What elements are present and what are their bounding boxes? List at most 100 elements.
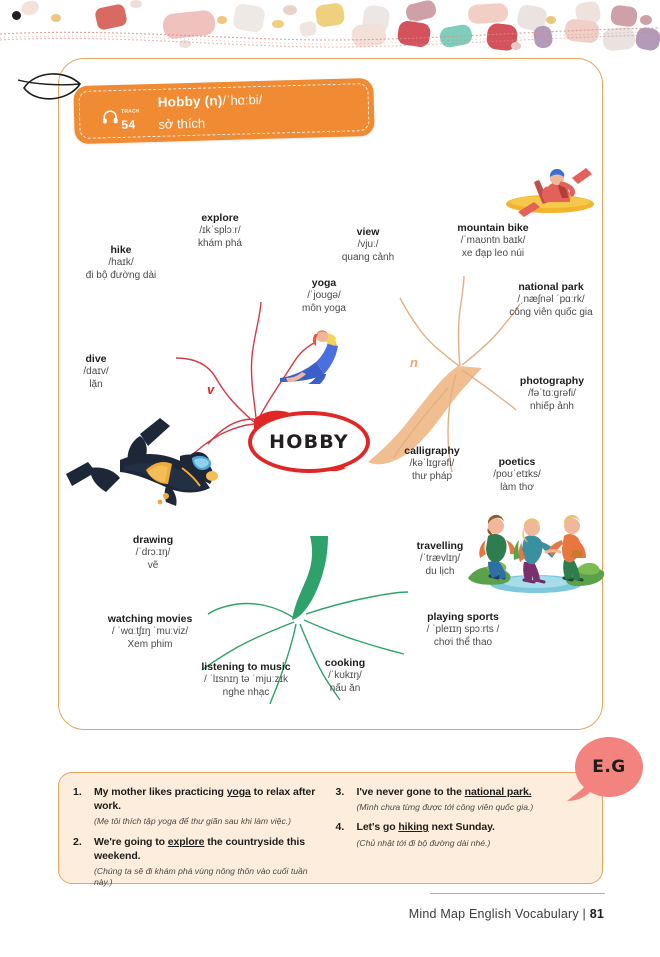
example-item: 4. Let's go hiking next Sunday. (Chủ nhậ… bbox=[336, 820, 589, 848]
node-watching-movies-ipa: / ˈwɑːtʃɪŋ ˈmuːviz/ bbox=[111, 626, 189, 638]
node-poetics: poetics /poʊˈetɪks/ làm thơ bbox=[470, 456, 564, 495]
example-keyword[interactable]: yoga bbox=[226, 786, 251, 798]
example-keyword[interactable]: hiking bbox=[398, 821, 429, 834]
central-node-label: HOBBY bbox=[269, 431, 349, 453]
node-playing-sports-en: playing sports bbox=[427, 611, 499, 623]
node-national-park-vi: công viên quốc gia bbox=[509, 307, 593, 319]
node-dive-vi: lặn bbox=[89, 379, 103, 391]
example-text-pre: I've never gone to the bbox=[356, 786, 465, 798]
example-number: 3. bbox=[335, 786, 345, 798]
node-playing-sports: playing sports / ˈpleɪɪŋ spɔːrts / chơi … bbox=[398, 611, 528, 650]
node-explore-en: explore bbox=[201, 212, 239, 224]
example-sentence-en: My mother likes practicing yoga to relax… bbox=[94, 785, 326, 813]
tag-word-block: Hobby (n)/ˈhɑːbi/ sở thích bbox=[157, 91, 263, 132]
eg-badge-label: E.G bbox=[592, 757, 626, 777]
eg-badge-bubble: E.G bbox=[575, 737, 643, 797]
example-text-pre: My mother likes practicing bbox=[94, 786, 227, 798]
node-drawing-vi: vẽ bbox=[147, 560, 159, 572]
node-view-en: view bbox=[356, 226, 380, 238]
node-travelling-vi: du lịch bbox=[425, 566, 455, 578]
node-mountain-bike: mountain bike /ˈmaʊntn baɪk/ xe đạp leo … bbox=[422, 222, 564, 261]
example-text-post: the countryside this weekend. bbox=[94, 835, 305, 862]
example-number: 2. bbox=[73, 835, 82, 848]
tag-ipa: ˈhɑːbi/ bbox=[225, 91, 263, 108]
noun-branch-group bbox=[368, 275, 521, 473]
footer-page-number: 81 bbox=[589, 907, 604, 921]
eg-badge: E.G bbox=[567, 737, 643, 801]
example-sentence-vi: (Chúng ta sẽ đi khám phá vùng nông thôn … bbox=[94, 865, 308, 888]
node-cooking-ipa: /ˈkʊkɪŋ/ bbox=[328, 670, 362, 682]
node-mountain-bike-en: mountain bike bbox=[457, 222, 529, 234]
node-poetics-vi: làm thơ bbox=[500, 482, 534, 494]
node-view-ipa: /vjuː/ bbox=[357, 239, 379, 251]
node-explore: explore /ɪkˈsplɔːr/ khám phá bbox=[160, 212, 280, 251]
example-keyword[interactable]: explore bbox=[167, 835, 205, 848]
node-national-park-en: national park bbox=[518, 281, 584, 293]
node-yoga-en: yoga bbox=[311, 277, 337, 289]
tag-headword: Hobby (n) bbox=[157, 93, 223, 110]
examples-column-right: 3. I've never gone to the national park.… bbox=[336, 785, 589, 873]
node-listening-to-music-vi: nghe nhạc bbox=[222, 687, 270, 699]
track-badge: TRACK 54 bbox=[102, 100, 141, 133]
node-explore-ipa: /ɪkˈsplɔːr/ bbox=[199, 225, 241, 237]
page-footer: Mind Map English Vocabulary | 81 bbox=[409, 907, 604, 921]
tag-hole bbox=[12, 11, 21, 20]
node-national-park-ipa: /ˌnæʃnəl ˈpɑːrk/ bbox=[517, 294, 585, 306]
central-node: HOBBY bbox=[248, 411, 370, 473]
node-photography-vi: nhiếp ảnh bbox=[530, 401, 574, 413]
node-drawing-en: drawing bbox=[132, 534, 174, 546]
node-mountain-bike-ipa: /ˈmaʊntn baɪk/ bbox=[460, 235, 526, 247]
pos-label-noun: n bbox=[410, 355, 418, 370]
examples-box: 1. My mother likes practicing yoga to re… bbox=[58, 772, 603, 887]
headphones-icon bbox=[102, 110, 118, 124]
node-dive-ipa: /daɪv/ bbox=[83, 366, 109, 378]
node-calligraphy-ipa: /kəˈlɪgrəfi/ bbox=[409, 458, 455, 470]
node-photography-ipa: /fəˈtɑːgrəfi/ bbox=[528, 388, 576, 400]
example-item: 1. My mother likes practicing yoga to re… bbox=[73, 785, 326, 828]
pos-label-verb: v bbox=[207, 382, 215, 397]
tag-vietnamese: sở thích bbox=[158, 115, 206, 132]
example-number: 1. bbox=[73, 786, 82, 798]
node-poetics-en: poetics bbox=[498, 456, 536, 468]
example-sentence-vi: (Chủ nhật tới đi bộ đường dài nhé.) bbox=[356, 837, 491, 848]
example-text-pre: We're going to bbox=[94, 835, 168, 848]
node-photography: photography /fəˈtɑːgrəfi/ nhiếp ảnh bbox=[486, 375, 618, 414]
node-travelling-en: travelling bbox=[416, 540, 464, 552]
track-number: 54 bbox=[121, 117, 136, 132]
yoga-person-illustration bbox=[272, 328, 356, 391]
footer-title: Mind Map English Vocabulary | bbox=[408, 907, 586, 921]
node-hike: hike /haɪk/ đi bộ đường dài bbox=[56, 244, 186, 283]
node-travelling-ipa: /ˈtrævlɪŋ/ bbox=[419, 553, 461, 565]
node-hike-ipa: /haɪk/ bbox=[108, 257, 134, 269]
example-keyword[interactable]: national park. bbox=[464, 786, 532, 798]
example-sentence-en: I've never gone to the national park. bbox=[357, 785, 589, 799]
node-poetics-ipa: /poʊˈetɪks/ bbox=[493, 469, 541, 481]
node-playing-sports-ipa: / ˈpleɪɪŋ spɔːrts / bbox=[426, 624, 500, 636]
node-watching-movies-en: watching movies bbox=[107, 613, 193, 625]
node-listening-to-music-ipa: / ˈlɪsnɪŋ tə ˈmjuːzɪk bbox=[203, 674, 289, 686]
examples-column-left: 1. My mother likes practicing yoga to re… bbox=[73, 785, 326, 887]
example-text-pre: Let's go bbox=[356, 821, 399, 834]
node-yoga-ipa: /ˈjoʊgə/ bbox=[307, 290, 341, 302]
node-drawing: drawing /ˈdrɔːɪŋ/ vẽ bbox=[98, 534, 208, 573]
kayaker-illustration bbox=[500, 158, 598, 225]
node-national-park: national park /ˌnæʃnəl ˈpɑːrk/ công viên… bbox=[476, 281, 626, 320]
example-sentence-en: We're going to explore the countryside t… bbox=[94, 835, 326, 863]
node-yoga-vi: môn yoga bbox=[302, 303, 346, 315]
example-number: 4. bbox=[335, 821, 345, 834]
activities-branch-group bbox=[201, 536, 409, 705]
node-watching-movies-vi: Xem phim bbox=[127, 639, 173, 651]
node-playing-sports-vi: chơi thể thao bbox=[433, 637, 493, 649]
confetti-banner bbox=[0, 0, 660, 52]
node-calligraphy-en: calligraphy bbox=[404, 445, 460, 457]
node-dive-en: dive bbox=[85, 353, 107, 365]
node-cooking-vi: nấu ăn bbox=[329, 683, 361, 695]
node-drawing-ipa: /ˈdrɔːɪŋ/ bbox=[135, 547, 171, 559]
node-listening-to-music-en: listening to music bbox=[201, 661, 291, 673]
footer-rule bbox=[430, 893, 605, 894]
example-text-post: next Sunday. bbox=[428, 821, 495, 834]
node-calligraphy: calligraphy /kəˈlɪgrəfi/ thư pháp bbox=[378, 445, 486, 484]
node-cooking: cooking /ˈkʊkɪŋ/ nấu ăn bbox=[302, 657, 388, 696]
node-travelling: travelling /ˈtrævlɪŋ/ du lịch bbox=[390, 540, 490, 579]
